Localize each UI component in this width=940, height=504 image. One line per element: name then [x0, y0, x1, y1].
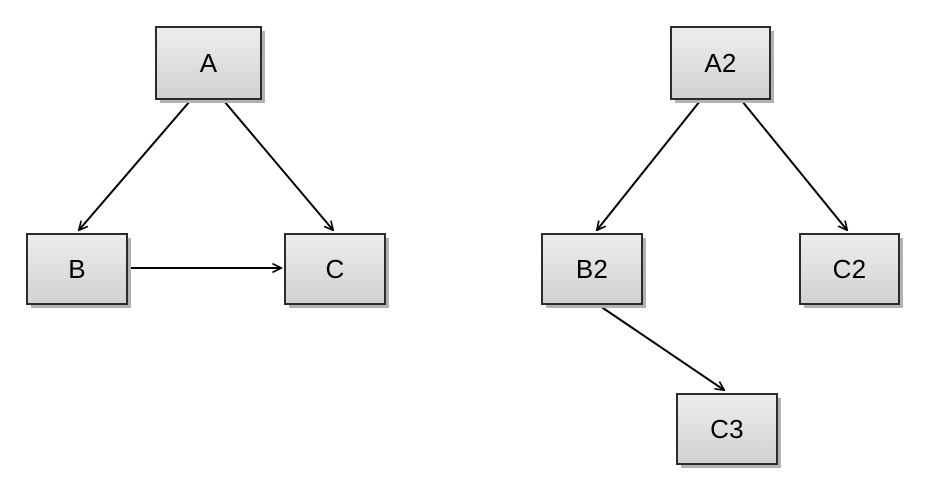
- edge-a2-to-b2[interactable]: [597, 100, 701, 230]
- node-label: B: [68, 254, 86, 284]
- node-b2[interactable]: B2: [541, 233, 643, 305]
- node-c3[interactable]: C3: [676, 393, 778, 465]
- node-a2[interactable]: A2: [670, 26, 771, 100]
- edges-group: [79, 100, 847, 390]
- node-label: C3: [710, 414, 744, 444]
- node-label: A2: [704, 48, 737, 78]
- node-c[interactable]: C: [284, 233, 386, 305]
- edge-a-to-c[interactable]: [223, 100, 333, 230]
- node-label: B2: [575, 254, 609, 284]
- edge-a-to-b[interactable]: [79, 100, 191, 230]
- node-label: C: [325, 254, 345, 284]
- node-label: C2: [832, 254, 867, 284]
- edge-a2-to-c2[interactable]: [741, 100, 847, 230]
- node-c2[interactable]: C2: [799, 233, 900, 305]
- node-a[interactable]: A: [155, 26, 262, 100]
- node-b[interactable]: B: [26, 233, 128, 305]
- node-label: A: [199, 48, 218, 78]
- edge-b2-to-c3[interactable]: [599, 305, 724, 390]
